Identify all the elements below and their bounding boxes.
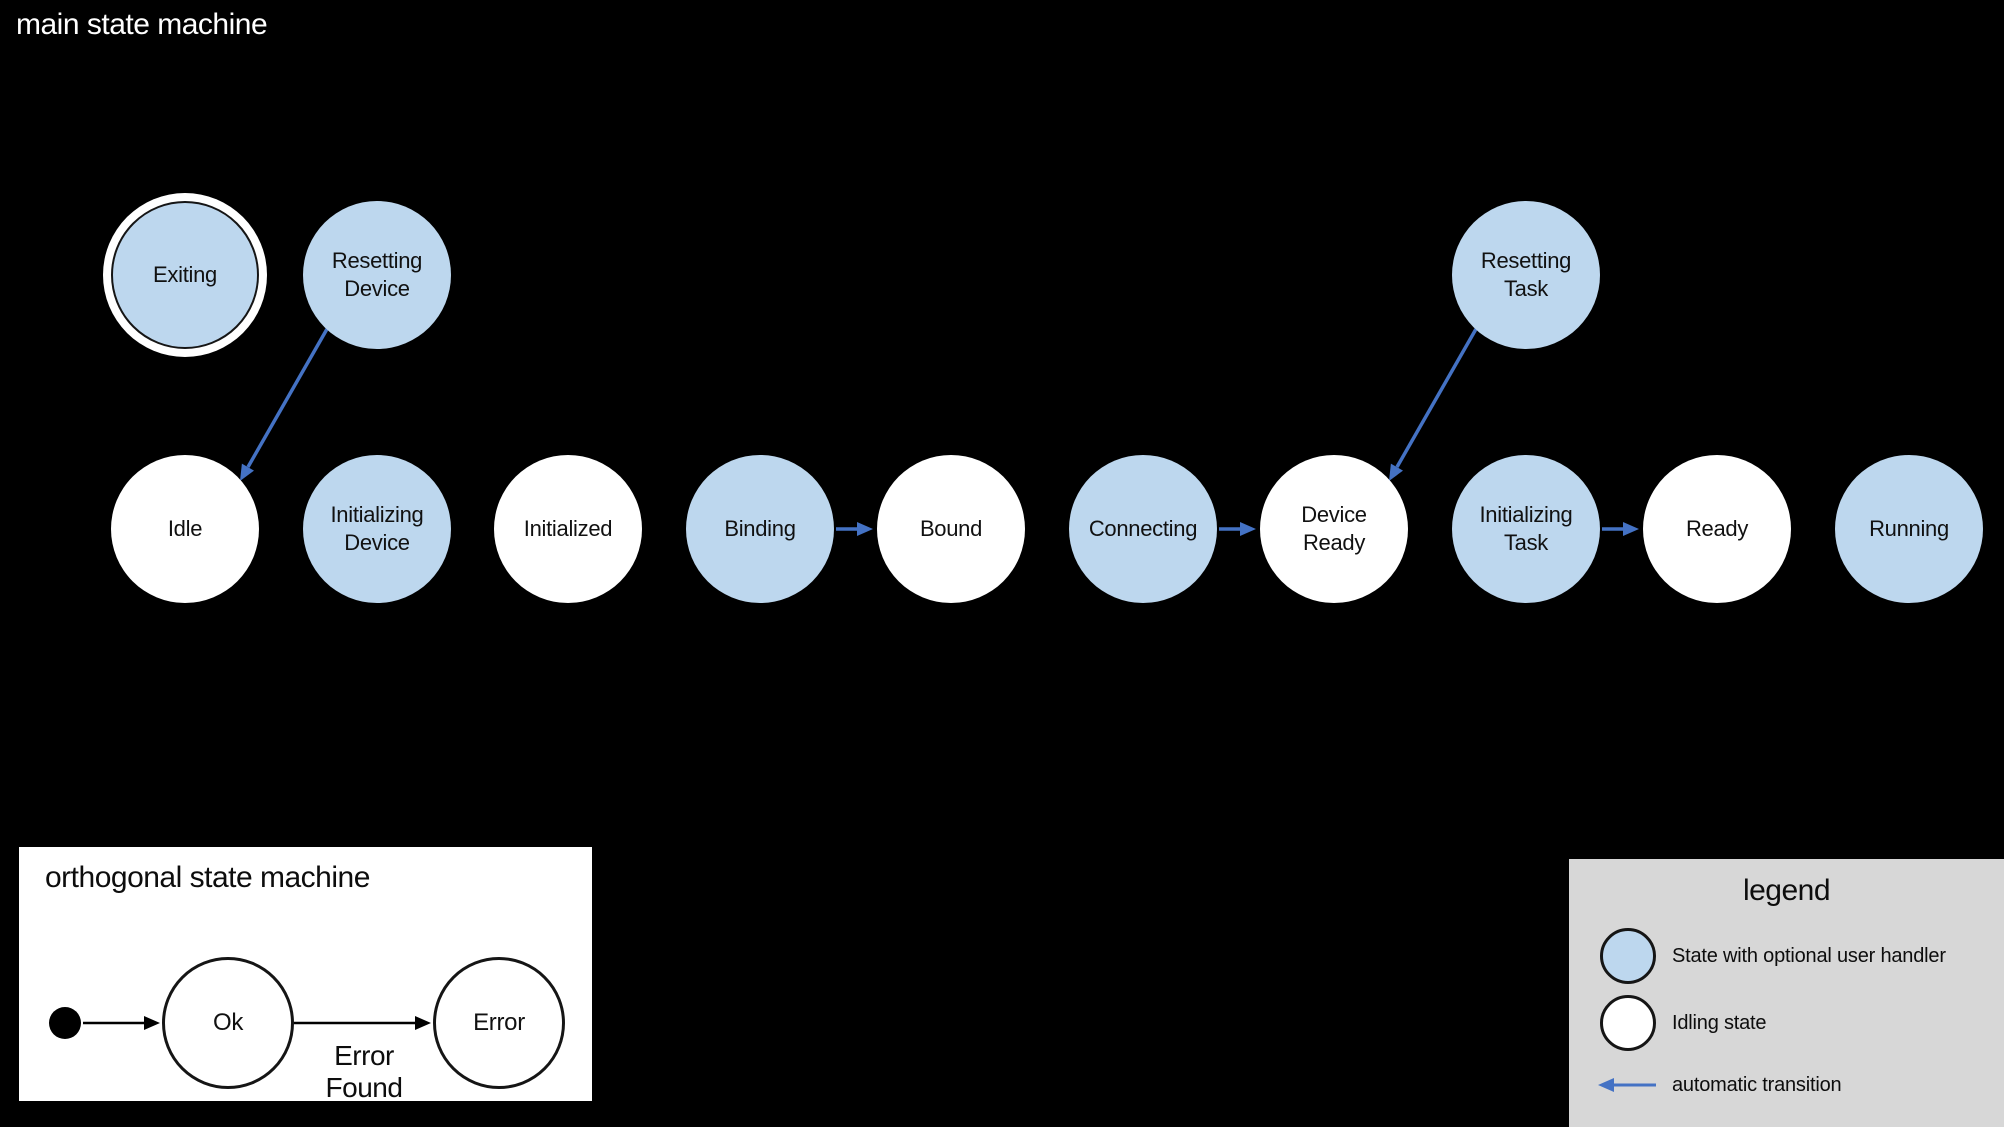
state-error: Error bbox=[433, 957, 565, 1089]
state-initializing-task: Initializing Task bbox=[1452, 455, 1600, 603]
arrowhead-icon bbox=[1623, 522, 1639, 536]
transition-connecting-to-device-ready bbox=[1219, 522, 1256, 536]
legend-item-automatic-transition: automatic transition bbox=[1569, 1057, 2004, 1113]
state-initializing-device: Initializing Device bbox=[303, 455, 451, 603]
idling-state-swatch-icon bbox=[1600, 995, 1656, 1051]
arrowhead-icon bbox=[857, 522, 873, 536]
arrowhead-icon bbox=[144, 1016, 160, 1030]
legend-item-idling-state: Idling state bbox=[1569, 995, 2004, 1051]
state-resetting-task: Resetting Task bbox=[1452, 201, 1600, 349]
automatic-transition-arrow-icon bbox=[1598, 1078, 1656, 1092]
orthogonal-machine-title: orthogonal state machine bbox=[45, 861, 370, 894]
transition-binding-to-bound bbox=[836, 522, 873, 536]
orthogonal-transitions-layer bbox=[49, 1007, 431, 1039]
main-machine-title: main state machine bbox=[16, 8, 268, 41]
handler-state-swatch-icon bbox=[1600, 928, 1656, 984]
state-exiting-final-ring: Exiting bbox=[103, 193, 267, 357]
arrowhead-icon bbox=[415, 1016, 431, 1030]
arrowhead-icon bbox=[1389, 463, 1403, 481]
initial-state-dot bbox=[49, 1007, 81, 1039]
state-idle: Idle bbox=[111, 455, 259, 603]
state-exiting: Exiting bbox=[111, 201, 259, 349]
transition-initial-to-ok bbox=[83, 1016, 160, 1030]
state-binding: Binding bbox=[686, 455, 834, 603]
arrowhead-icon bbox=[1240, 522, 1256, 536]
legend-item-label: automatic transition bbox=[1672, 1073, 1842, 1096]
legend-item-handler-state: State with optional user handler bbox=[1569, 928, 2004, 984]
orthogonal-machine-panel: orthogonal state machine Ok Error Error … bbox=[19, 847, 592, 1103]
transition-resetting-task-to-device-ready bbox=[1389, 328, 1478, 481]
state-ready: Ready bbox=[1643, 455, 1791, 603]
legend-title: legend bbox=[1742, 874, 1831, 907]
transition-ok-to-error bbox=[294, 1016, 431, 1030]
legend-panel: legend State with optional user handler … bbox=[1569, 859, 2004, 1127]
state-ok: Ok bbox=[162, 957, 294, 1089]
legend-item-label: Idling state bbox=[1672, 1011, 1767, 1034]
transition-initializing-task-to-ready bbox=[1602, 522, 1639, 536]
arrowhead-icon bbox=[240, 463, 254, 481]
state-device-ready: Device Ready bbox=[1260, 455, 1408, 603]
state-connecting: Connecting bbox=[1069, 455, 1217, 603]
legend-item-label: State with optional user handler bbox=[1672, 944, 1946, 967]
transition-resetting-device-to-idle bbox=[240, 328, 329, 481]
transition-label-error-found: Error Found bbox=[325, 1040, 403, 1103]
state-running: Running bbox=[1835, 455, 1983, 603]
state-bound: Bound bbox=[877, 455, 1025, 603]
state-initialized: Initialized bbox=[494, 455, 642, 603]
state-resetting-device: Resetting Device bbox=[303, 201, 451, 349]
